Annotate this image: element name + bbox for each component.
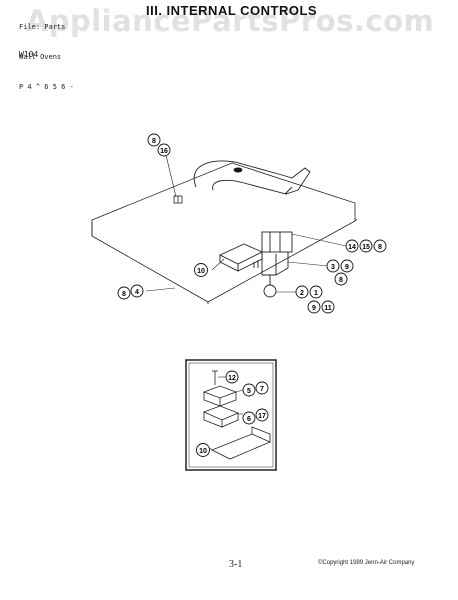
bracket-lower <box>202 405 240 428</box>
callout-10-main: 10 <box>194 263 208 277</box>
svg-text:9: 9 <box>312 305 316 312</box>
callout-16-top: 16 <box>157 143 171 157</box>
svg-text:1: 1 <box>314 290 318 297</box>
svg-text:7: 7 <box>260 386 264 393</box>
screw <box>212 370 218 385</box>
svg-text:2: 2 <box>300 290 304 297</box>
callout-6: 6 <box>242 411 256 425</box>
callout-8-left: 8 <box>117 286 131 300</box>
callout-8-right: 8 <box>373 239 387 253</box>
callout-1: 1 <box>309 285 323 299</box>
callout-14: 14 <box>345 239 359 253</box>
page-number: 3-1 <box>229 559 243 570</box>
callout-2: 2 <box>295 285 309 299</box>
svg-text:4: 4 <box>135 289 139 296</box>
cover-plate <box>211 426 272 460</box>
svg-text:8: 8 <box>378 244 382 251</box>
callout-12: 12 <box>225 370 239 384</box>
callout-15: 15 <box>359 239 373 253</box>
svg-text:15: 15 <box>362 244 370 251</box>
svg-text:10: 10 <box>197 268 205 275</box>
inset-leaders <box>209 376 244 451</box>
control-panel-plate <box>91 162 358 304</box>
svg-text:12: 12 <box>228 375 236 382</box>
file-line-3: P 4 ^ 6 5 6 - <box>19 83 74 91</box>
leader-lines <box>145 154 347 293</box>
duct-tube <box>193 160 311 195</box>
control-assembly <box>218 231 293 298</box>
callout-7: 7 <box>255 381 269 395</box>
svg-text:17: 17 <box>258 413 266 420</box>
callout-11: 11 <box>321 300 335 314</box>
model-number: W104 <box>19 50 39 59</box>
file-line-1: File: Parts <box>19 23 66 31</box>
svg-text:14: 14 <box>348 244 356 251</box>
svg-text:9: 9 <box>345 264 349 271</box>
svg-text:3: 3 <box>331 264 335 271</box>
svg-text:11: 11 <box>324 305 332 312</box>
svg-text:5: 5 <box>247 388 251 395</box>
page-title: III. INTERNAL CONTROLS <box>146 3 318 18</box>
callout-5: 5 <box>242 383 256 397</box>
inset-detail: 12 5 7 6 17 10 <box>185 359 277 471</box>
svg-text:6: 6 <box>247 416 251 423</box>
file-info: File: Parts Wall Ovens P 4 ^ 6 5 6 - <box>19 2 74 102</box>
callout-4: 4 <box>130 284 144 298</box>
callout-8-mid: 8 <box>334 272 348 286</box>
svg-text:8: 8 <box>339 277 343 284</box>
svg-text:8: 8 <box>152 138 156 145</box>
copyright: ©Copyright 1989 Jenn-Air Company <box>318 560 415 566</box>
file-line-2: Wall Ovens <box>19 53 62 61</box>
callout-8-top: 8 <box>147 133 161 147</box>
callout-10-inset: 10 <box>196 443 210 457</box>
callout-9: 9 <box>340 259 354 273</box>
svg-text:16: 16 <box>160 148 168 155</box>
callout-17: 17 <box>255 408 269 422</box>
svg-text:10: 10 <box>199 448 207 455</box>
small-switch <box>173 195 183 204</box>
callout-3: 3 <box>326 259 340 273</box>
svg-text:8: 8 <box>122 291 126 298</box>
callout-9-bottom: 9 <box>307 300 321 314</box>
